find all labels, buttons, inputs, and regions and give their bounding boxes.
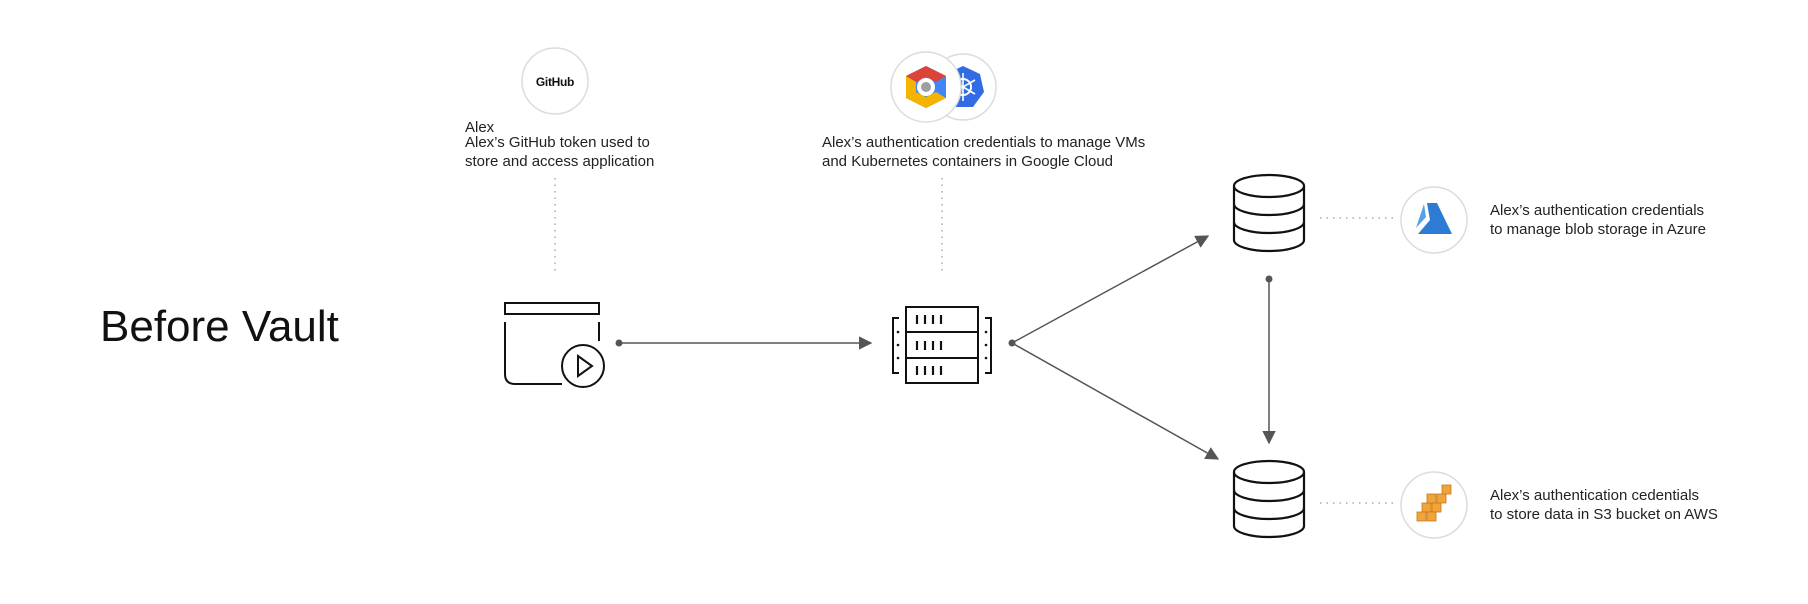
arrow-app-to-server — [615, 336, 873, 350]
database-icon-top — [1232, 173, 1306, 253]
github-logo-text: GitHub — [536, 75, 574, 89]
azure-desc-line1: Alex’s authentication credentials — [1490, 202, 1705, 219]
github-desc-line2: store and access application — [465, 153, 655, 170]
aws-desc-line1: Alex’s authentication cedentials — [1490, 487, 1700, 504]
gcp-desc-line2: and Kubernetes containers in Google Clou… — [822, 153, 1114, 170]
gcp-desc-line1: Alex’s authentication credentials to man… — [822, 134, 1146, 151]
azure-desc-line2: to manage blob storage in Azure — [1490, 221, 1706, 238]
arrows-server-to-databases — [1008, 235, 1220, 460]
github-logo-icon: GitHub — [521, 47, 589, 115]
aws-logo-icon — [1400, 471, 1468, 539]
database-icon-bottom — [1232, 459, 1306, 539]
application-play-icon — [504, 302, 605, 388]
server-rack-icon — [892, 306, 992, 384]
azure-logo-icon — [1400, 186, 1468, 254]
github-user-label: Alex — [465, 119, 495, 136]
github-desc-line1: Alex’s GitHub token used to — [465, 134, 650, 151]
aws-desc-line2: to store data in S3 bucket on AWS — [1490, 506, 1718, 523]
page-title: Before Vault — [100, 302, 339, 351]
arrow-db-to-db — [1262, 275, 1276, 445]
google-cloud-icon — [890, 51, 962, 123]
dotted-leaders — [554, 178, 1395, 504]
